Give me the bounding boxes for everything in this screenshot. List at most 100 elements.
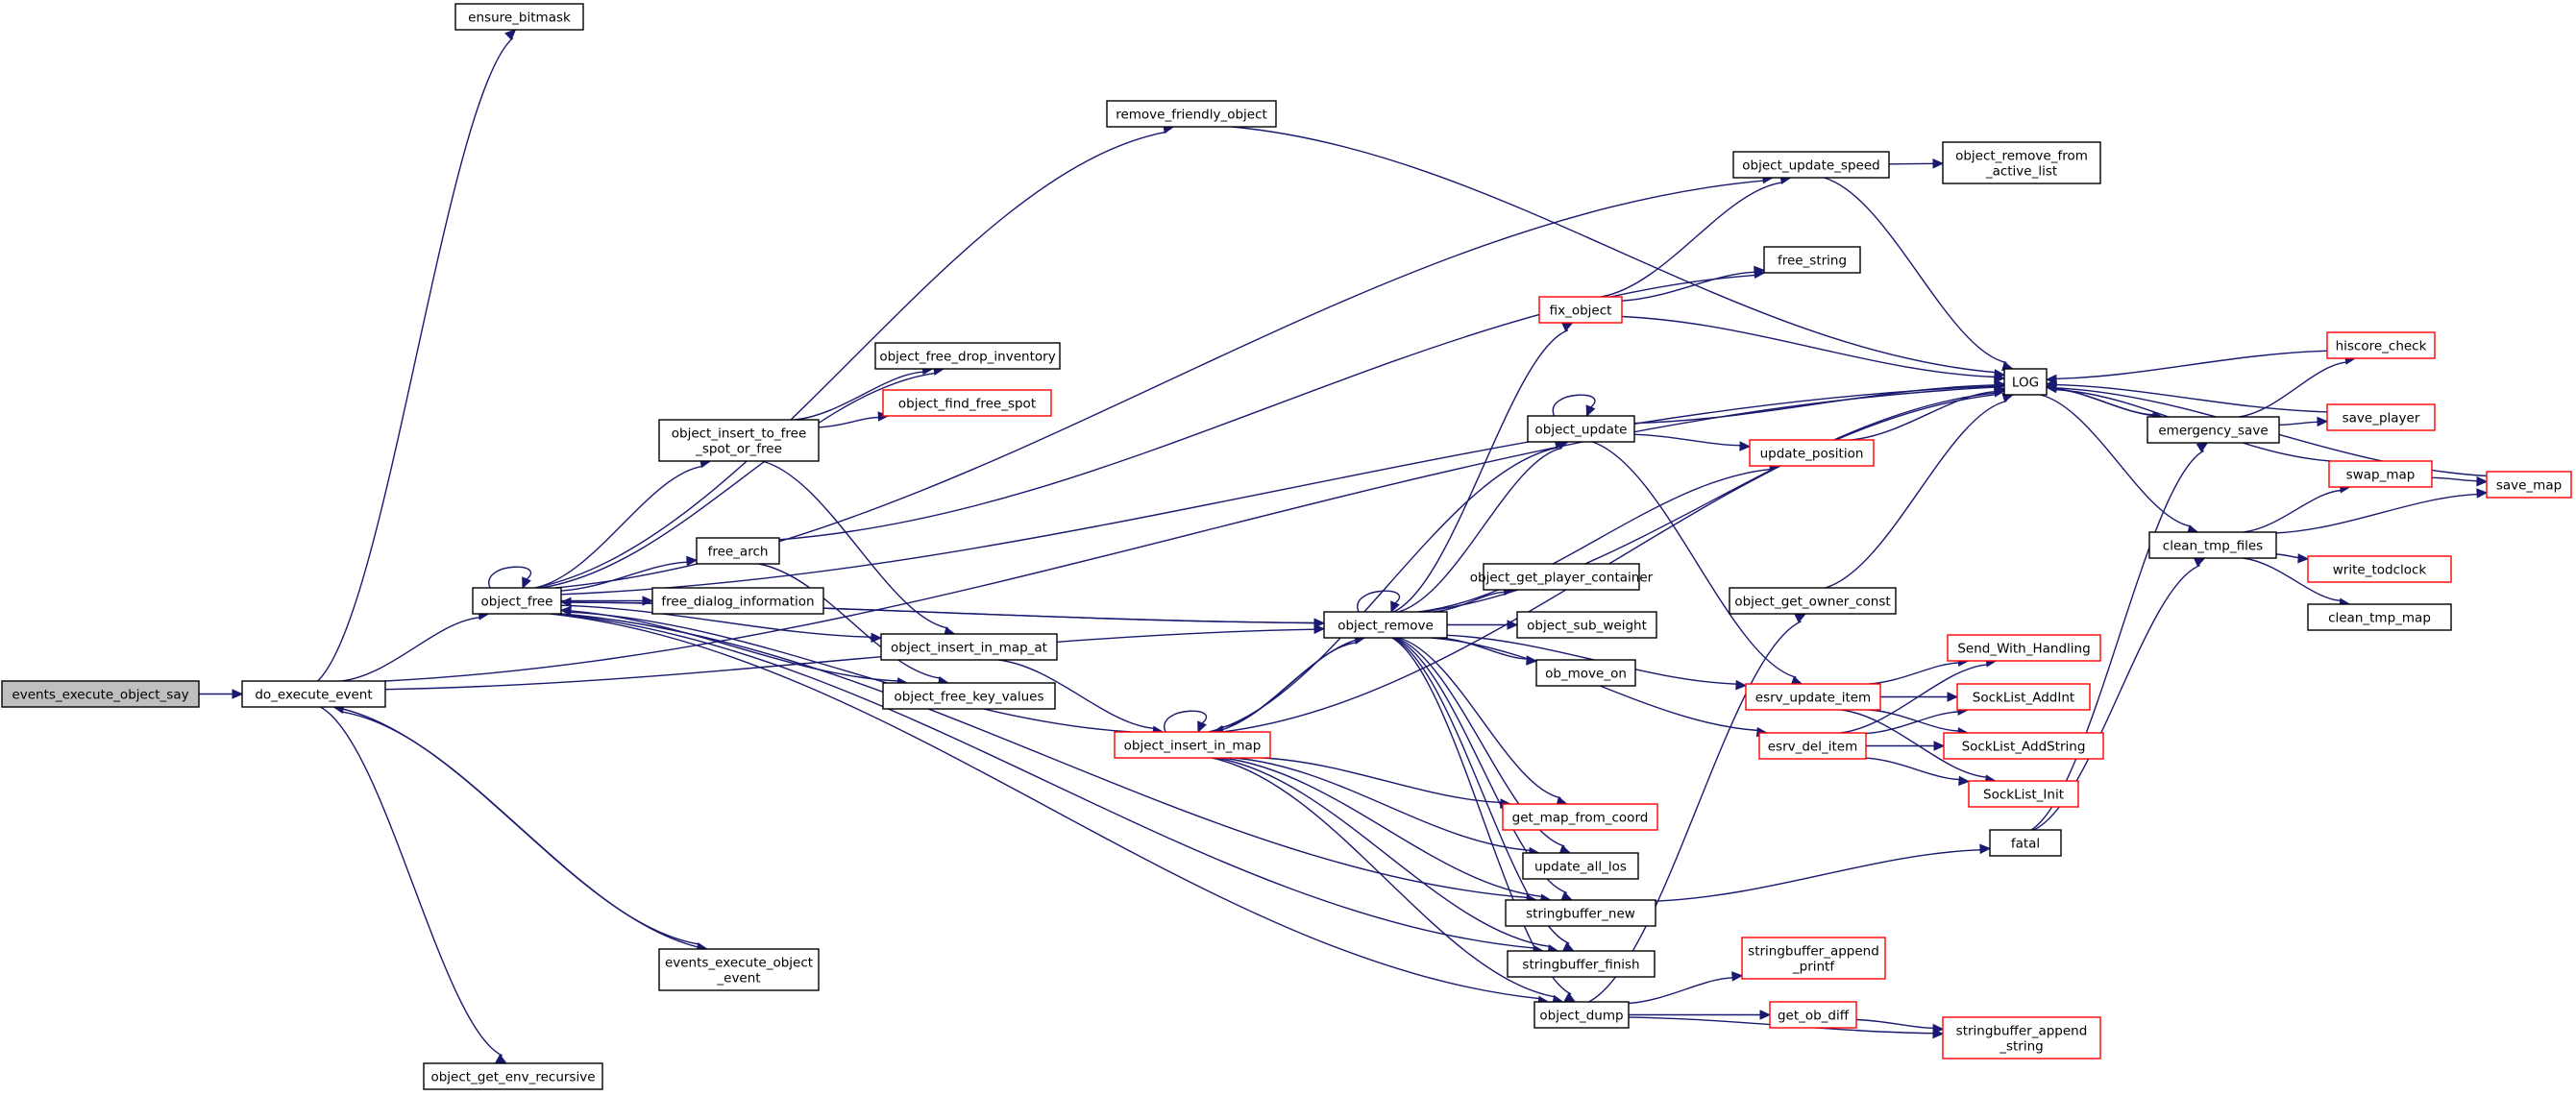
node-label: stringbuffer_append: [1956, 1024, 2088, 1039]
node-object-free-key-values[interactable]: object_free_key_values: [882, 682, 1056, 710]
node-ensure-bitmask[interactable]: ensure_bitmask: [454, 3, 584, 31]
node-do-execute-event[interactable]: do_execute_event: [241, 680, 386, 708]
node-box: [2307, 603, 2452, 631]
node-free-arch[interactable]: free_arch: [696, 537, 780, 565]
node-SockList-AddInt[interactable]: SockList_AddInt: [1956, 683, 2091, 711]
edge-object_remove-to-esrv_del_item: [1431, 637, 1769, 738]
edge-line: [384, 628, 1316, 691]
edge-arrowhead: [1197, 720, 1207, 734]
node-label: object_dump: [1539, 1009, 1623, 1024]
edge-object_remove-to-object_sub_weight: [1447, 620, 1519, 630]
node-object-find-free-spot[interactable]: object_find_free_spot: [882, 389, 1052, 417]
edge-line: [540, 372, 937, 589]
edge-object_insert_in_map-to-object_remove: [1213, 634, 1366, 733]
node-object-update[interactable]: object_update: [1527, 415, 1635, 443]
node-label: object_remove_from: [1955, 149, 2088, 164]
edge-esrv_del_item-to-SockList_AddString: [1866, 741, 1946, 751]
node-box: [241, 680, 386, 708]
node-box: [1538, 296, 1623, 324]
node-object-remove-from-active-list[interactable]: object_remove_from_active_list: [1942, 141, 2101, 184]
node-object-get-player-container[interactable]: object_get_player_container: [1470, 563, 1654, 591]
edge-arrowhead: [1739, 441, 1752, 451]
node-label: remove_friendly_object: [1116, 108, 1267, 123]
node-box: [1741, 937, 1886, 980]
node-get-map-from-coord[interactable]: get_map_from_coord: [1502, 803, 1658, 831]
node-swap-map[interactable]: swap_map: [2328, 460, 2433, 488]
edge-do_execute_event-to-object_get_env_recursive: [320, 706, 508, 1064]
node-label: object_free_drop_inventory: [879, 350, 1055, 365]
node-fix-object[interactable]: fix_object: [1538, 296, 1623, 324]
edge-do_execute_event-to-ensure_bitmask: [317, 29, 517, 682]
edge-line: [1222, 757, 1543, 898]
node-box: [1516, 611, 1657, 639]
node-ob-move-on[interactable]: ob_move_on: [1535, 659, 1636, 687]
edge-arrowhead: [1759, 1010, 1772, 1020]
node-hiscore-check[interactable]: hiscore_check: [2326, 331, 2436, 359]
node-SockList-Init[interactable]: SockList_Init: [1968, 780, 2079, 808]
node-box: [1729, 587, 1897, 615]
node-stringbuffer-append-printf[interactable]: stringbuffer_append_printf: [1741, 937, 1886, 980]
edge-line: [1888, 162, 1935, 165]
node-get-ob-diff[interactable]: get_ob_diff: [1769, 1001, 1857, 1029]
node-box: [1505, 899, 1656, 927]
node-stringbuffer-append-string[interactable]: stringbuffer_append_string: [1942, 1016, 2101, 1059]
edge-fix_object-to-LOG: [1621, 315, 2006, 383]
node-object-get-env-recursive[interactable]: object_get_env_recursive: [423, 1062, 603, 1090]
edge-line: [569, 611, 1132, 733]
edge-line: [1633, 433, 1742, 447]
node-stringbuffer-new[interactable]: stringbuffer_new: [1505, 899, 1656, 927]
edge-arrowhead: [1585, 404, 1596, 418]
node-label: ensure_bitmask: [468, 11, 571, 26]
node-clean-tmp-files[interactable]: clean_tmp_files: [2148, 531, 2277, 559]
node-free-dialog-information[interactable]: free_dialog_information: [651, 587, 824, 615]
node-Send-With-Handling[interactable]: Send_With_Handling: [1947, 634, 2101, 662]
node-object-insert-to-free-spot-or-free[interactable]: object_insert_to_free_spot_or_free: [658, 419, 820, 462]
node-esrv-update-item[interactable]: esrv_update_item: [1745, 683, 1881, 711]
node-object-sub-weight[interactable]: object_sub_weight: [1516, 611, 1657, 639]
edge-line: [1628, 977, 1734, 1005]
edge-object_free-to-object_free: [488, 566, 532, 590]
edge-hiscore_check-to-LOG: [2045, 350, 2328, 385]
node-object-dump[interactable]: object_dump: [1533, 1001, 1630, 1029]
node-save-player[interactable]: save_player: [2326, 403, 2436, 431]
node-box: [2148, 531, 2277, 559]
node-object-get-owner-const[interactable]: object_get_owner_const: [1729, 587, 1897, 615]
node-stringbuffer-finish[interactable]: stringbuffer_finish: [1507, 950, 1656, 978]
node-label: object_insert_in_map: [1124, 739, 1262, 754]
edge-line: [2040, 394, 2192, 527]
edge-line: [1398, 447, 1562, 613]
node-update-position[interactable]: update_position: [1749, 439, 1875, 467]
node-events-execute-object-event[interactable]: events_execute_object_event: [658, 948, 820, 991]
node-box: [874, 342, 1061, 370]
node-label: LOG: [2012, 376, 2039, 391]
node-object-free[interactable]: object_free: [472, 587, 562, 615]
node-label: save_map: [2496, 478, 2562, 494]
node-update-all-los[interactable]: update_all_los: [1522, 852, 1639, 880]
node-fatal[interactable]: fatal: [1989, 829, 2062, 857]
node-free-string[interactable]: free_string: [1763, 246, 1861, 274]
node-object-insert-in-map-at[interactable]: object_insert_in_map_at: [880, 633, 1058, 661]
node-clean-tmp-map[interactable]: clean_tmp_map: [2307, 603, 2452, 631]
edge-do_execute_event-to-LOG: [384, 380, 2006, 682]
edge-arrowhead: [871, 632, 883, 644]
node-object-update-speed[interactable]: object_update_speed: [1732, 151, 1890, 179]
node-object-insert-in-map[interactable]: object_insert_in_map: [1114, 731, 1271, 759]
node-emergency-save[interactable]: emergency_save: [2147, 416, 2280, 444]
edge-line: [1231, 126, 1997, 374]
edge-line: [1417, 468, 1772, 613]
node-box: [1483, 563, 1640, 591]
edge-line: [1357, 590, 1401, 613]
node-esrv-del-item[interactable]: esrv_del_item: [1758, 732, 1867, 760]
node-write-todclock[interactable]: write_todclock: [2307, 555, 2452, 583]
node-label: SockList_Init: [1983, 788, 2064, 803]
node-label: object_sub_weight: [1527, 619, 1647, 634]
node-label: events_execute_object: [665, 956, 813, 971]
node-SockList-AddString[interactable]: SockList_AddString: [1943, 732, 2104, 760]
edge-line: [2033, 564, 2200, 831]
node-object-remove[interactable]: object_remove: [1323, 611, 1448, 639]
node-remove-friendly-object[interactable]: remove_friendly_object: [1106, 100, 1277, 128]
node-object-free-drop-inventory[interactable]: object_free_drop_inventory: [874, 342, 1061, 370]
edge-object_get_owner_const-to-LOG: [1825, 392, 2015, 589]
node-save-map[interactable]: save_map: [2486, 471, 2572, 499]
node-LOG[interactable]: LOG: [2003, 368, 2048, 396]
